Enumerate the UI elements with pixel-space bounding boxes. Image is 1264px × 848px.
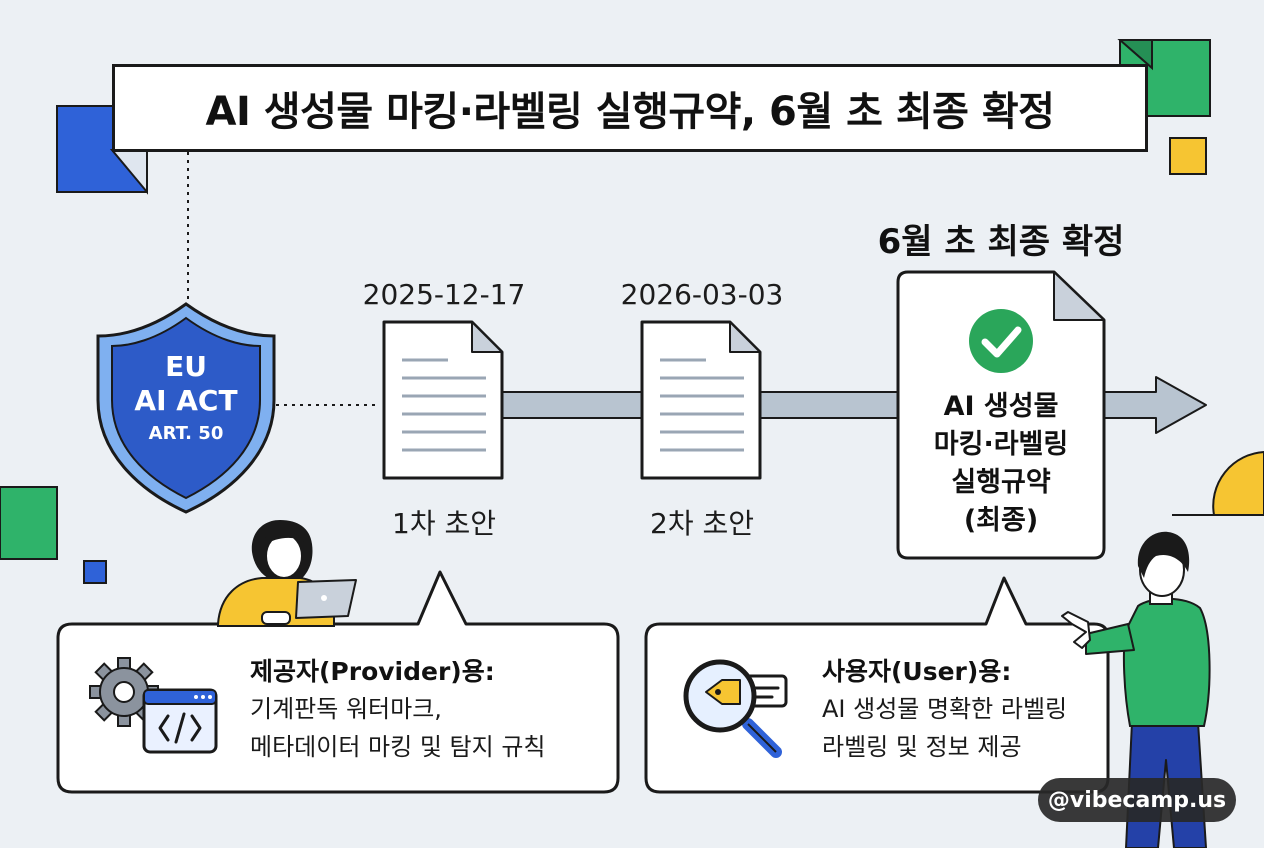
decor-left-green xyxy=(0,486,107,584)
shield-label: EU AI ACT ART. 50 xyxy=(112,350,260,450)
shield-icon xyxy=(96,302,276,514)
provider-card-line: 메타데이터 마킹 및 탐지 규칙 xyxy=(250,733,546,761)
title-box: AI 생성물 마킹·라벨링 실행규약, 6월 초 최종 확정 xyxy=(112,64,1148,152)
final-heading: 6월 초 최종 확정 xyxy=(877,222,1125,262)
magnifier-tag-icon xyxy=(683,659,788,758)
document-icon xyxy=(382,320,504,480)
shield-line-article: ART. 50 xyxy=(148,423,224,444)
watermark-badge: @vibecamp.us xyxy=(1038,778,1236,822)
final-doc-line: 마킹·라벨링 xyxy=(933,429,1069,460)
decor-right-sun xyxy=(1172,450,1264,516)
user-card-text: 사용자(User)용: AI 생성물 명확한 라벨링 라벨링 및 정보 제공 xyxy=(822,654,1067,766)
timeline-arrow xyxy=(501,376,1207,434)
gear-code-icon xyxy=(89,657,218,754)
provider-card-title: 제공자(Provider)용: xyxy=(250,657,495,686)
check-circle-icon xyxy=(969,309,1033,373)
provider-card-line: 기계판독 워터마크, xyxy=(250,695,442,723)
draft1-date: 2025-12-17 xyxy=(362,278,526,311)
final-document-icon xyxy=(896,270,1106,560)
shield-line-eu: EU xyxy=(165,350,207,383)
draft1-label: 1차 초안 xyxy=(392,507,496,540)
page-title: AI 생성물 마킹·라벨링 실행규약, 6월 초 최종 확정 xyxy=(205,89,1055,135)
draft2-date: 2026-03-03 xyxy=(620,278,784,311)
final-doc-line: 실행규약 xyxy=(951,467,1051,498)
watermark-text: @vibecamp.us xyxy=(1047,787,1227,813)
draft2-label: 2차 초안 xyxy=(650,507,754,540)
shield-line-ai-act: AI ACT xyxy=(134,384,238,417)
user-card-title: 사용자(User)용: xyxy=(822,657,1012,686)
document-icon xyxy=(640,320,762,480)
final-doc-line: (최종) xyxy=(963,505,1039,536)
decor-top-right xyxy=(1117,39,1211,175)
person-laptop-illustration xyxy=(217,520,357,627)
final-doc-line: AI 생성물 xyxy=(943,391,1059,422)
provider-card-text: 제공자(Provider)용: 기계판독 워터마크, 메타데이터 마킹 및 탐지… xyxy=(250,654,545,766)
final-document-text: AI 생성물 마킹·라벨링 실행규약 (최종) xyxy=(898,388,1104,540)
user-card-line: 라벨링 및 정보 제공 xyxy=(822,733,1022,761)
user-card-line: AI 생성물 명확한 라벨링 xyxy=(822,695,1068,723)
